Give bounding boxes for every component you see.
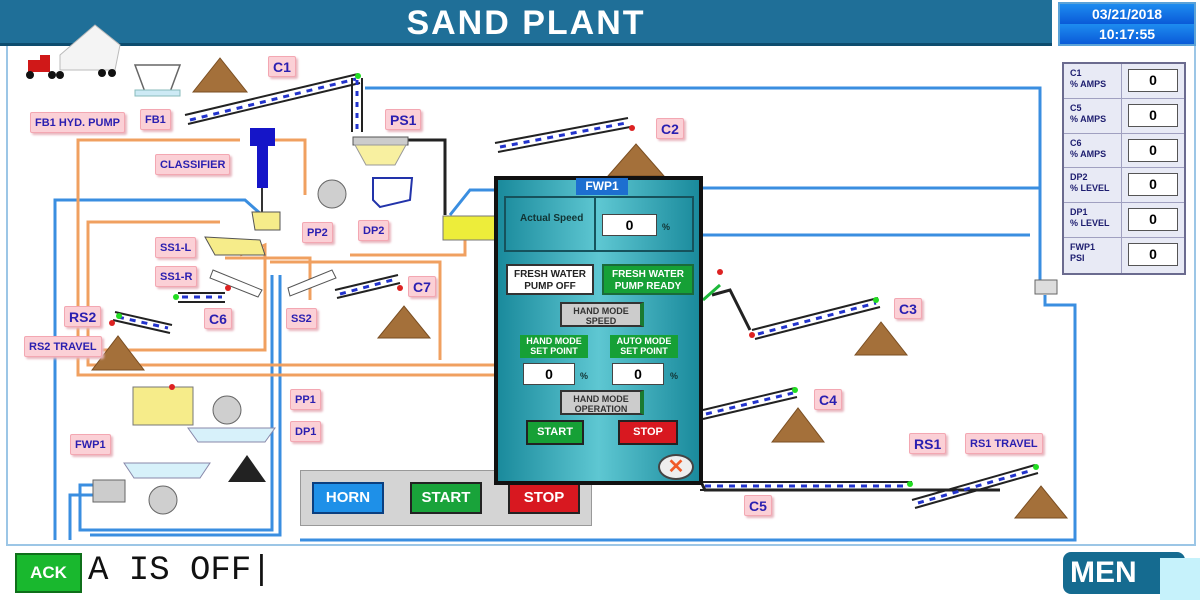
label-dp2[interactable]: DP2 (358, 220, 390, 241)
actual-speed-value: 0 (602, 214, 657, 236)
label-pp1[interactable]: PP1 (290, 389, 321, 410)
readout-row: C5% AMPS 0 (1064, 98, 1184, 134)
readout-value: 0 (1128, 242, 1178, 266)
label-fb1[interactable]: FB1 (140, 109, 171, 130)
label-rs1-travel[interactable]: RS1 TRAVEL (965, 433, 1043, 454)
label-pp2[interactable]: PP2 (302, 222, 333, 243)
label-c1[interactable]: C1 (268, 56, 296, 77)
unit-label: % (662, 222, 671, 232)
readout-row: C6% AMPS 0 (1064, 133, 1184, 169)
readout-row: DP2% LEVEL 0 (1064, 168, 1184, 204)
actual-speed-label: Actual Speed (506, 198, 596, 250)
hand-mode-operation-button[interactable]: HAND MODE OPERATION (560, 390, 644, 415)
overlay-panel (1160, 558, 1200, 600)
stop-button[interactable]: STOP (508, 482, 580, 514)
plant-frame (6, 46, 1196, 546)
start-button[interactable]: START (410, 482, 482, 514)
readout-value: 0 (1128, 69, 1178, 92)
label-c5[interactable]: C5 (744, 495, 772, 516)
label-fb1-hyd-pump[interactable]: FB1 HYD. PUMP (30, 112, 125, 133)
close-icon[interactable]: ✕ (658, 454, 694, 480)
actual-speed-box: Actual Speed (504, 196, 694, 252)
label-rs2-travel[interactable]: RS2 TRAVEL (24, 336, 102, 357)
readout-label: C1 (1070, 68, 1082, 78)
label-fwp1[interactable]: FWP1 (70, 434, 111, 455)
label-classifier[interactable]: CLASSIFIER (155, 154, 231, 175)
label-ss1-r[interactable]: SS1-R (155, 266, 198, 287)
status-pump-off: FRESH WATER PUMP OFF (506, 264, 594, 295)
readout-value: 0 (1128, 103, 1178, 127)
label-c3[interactable]: C3 (894, 298, 922, 319)
popup-start-button[interactable]: START (526, 420, 584, 445)
readout-value: 0 (1128, 208, 1178, 232)
popup-title: FWP1 (576, 178, 628, 195)
label-rs1[interactable]: RS1 (909, 433, 947, 454)
label-ss1-l[interactable]: SS1-L (155, 237, 197, 258)
readout-label: DP1 (1070, 207, 1088, 218)
readout-label: C6 (1070, 137, 1082, 148)
label-c6[interactable]: C6 (204, 308, 232, 329)
popup-stop-button[interactable]: STOP (618, 420, 678, 445)
hand-mode-speed-button[interactable]: HAND MODE SPEED (560, 302, 644, 327)
readout-unit: % AMPS (1070, 79, 1107, 89)
unit-label: % (670, 371, 679, 381)
alarm-banner: A IS OFF| (88, 552, 272, 590)
time: 10:17:55 (1060, 24, 1194, 44)
date: 03/21/2018 (1060, 4, 1194, 24)
label-rs2[interactable]: RS2 (64, 306, 102, 327)
unit-label: % (580, 371, 589, 381)
readout-unit: % LEVEL (1070, 183, 1110, 194)
readout-value: 0 (1128, 173, 1178, 197)
readout-label: C5 (1070, 102, 1082, 113)
conveyors (112, 73, 1039, 509)
auto-setpoint-label: AUTO MODE SET POINT (610, 335, 678, 358)
status-pump-ready: FRESH WATER PUMP READY (602, 264, 694, 295)
label-ss2[interactable]: SS2 (286, 308, 317, 329)
readout-label: FWP1 (1070, 241, 1096, 252)
readout-unit: % AMPS (1070, 148, 1107, 159)
datetime-display: 03/21/2018 10:17:55 (1058, 2, 1196, 46)
truck-icon (26, 24, 121, 79)
label-c2[interactable]: C2 (656, 118, 684, 139)
readout-unit: % AMPS (1070, 113, 1107, 124)
readout-row: C1% AMPS 0 (1064, 64, 1184, 99)
water-lines (53, 86, 1077, 542)
label-c7[interactable]: C7 (408, 276, 436, 297)
ack-button[interactable]: ACK (15, 553, 82, 593)
label-ps1[interactable]: PS1 (385, 109, 422, 130)
readout-value: 0 (1128, 138, 1178, 162)
label-c4[interactable]: C4 (814, 389, 842, 410)
sand-piles (90, 57, 1069, 519)
hand-setpoint-input[interactable]: 0 (523, 363, 575, 385)
slurry-lines (76, 138, 494, 398)
readout-unit: % LEVEL (1070, 218, 1110, 229)
label-dp1[interactable]: DP1 (290, 421, 322, 442)
header-bar: SAND PLANT (0, 0, 1052, 46)
fwp1-popup: FWP1 Actual Speed 0 % FRESH WATER PUMP O… (494, 176, 703, 485)
pump-icons (148, 179, 347, 515)
readout-row: DP1% LEVEL 0 (1064, 203, 1184, 238)
page-title: SAND PLANT (406, 4, 646, 42)
auto-setpoint-value: 0 (612, 363, 664, 385)
readout-unit: PSI (1070, 252, 1085, 263)
hand-setpoint-label: HAND MODE SET POINT (520, 335, 588, 358)
readout-label: DP2 (1070, 172, 1088, 183)
horn-button[interactable]: HORN (312, 482, 384, 514)
